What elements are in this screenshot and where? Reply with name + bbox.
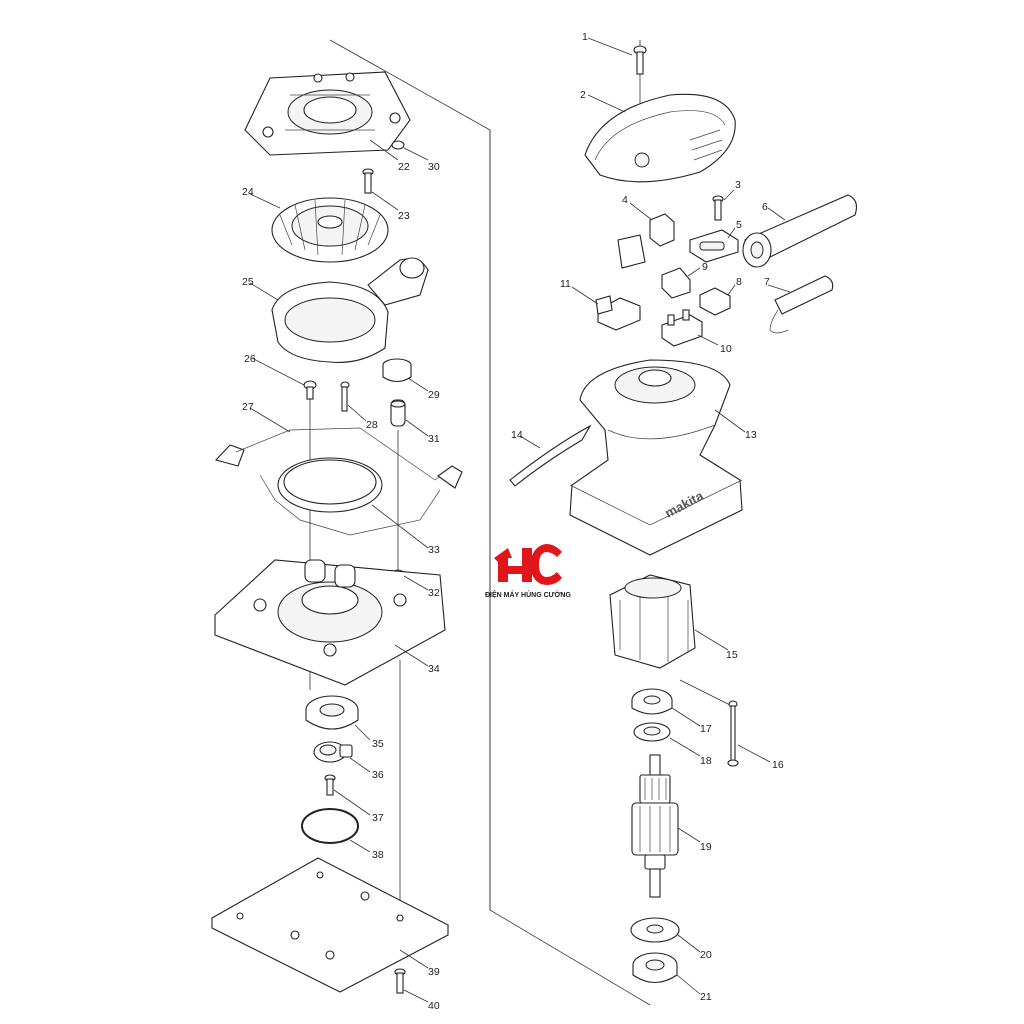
label-15: 15 <box>726 649 738 661</box>
part-20-washer <box>630 917 680 943</box>
part-14-strip <box>509 424 592 487</box>
label-17: 17 <box>700 723 712 735</box>
part-37-screw <box>324 774 336 796</box>
label-37: 37 <box>372 812 384 824</box>
part-30-o-ring <box>391 140 405 150</box>
part-33-ring <box>277 457 383 513</box>
brand-logo-h <box>494 548 532 582</box>
label-26: 26 <box>244 353 256 365</box>
part-9-switch-piece <box>661 267 691 299</box>
brand-watermark: ĐIỆN MÁY HÙNG CƯỜNG <box>485 544 571 599</box>
label-8: 8 <box>736 276 742 288</box>
label-9: 9 <box>702 261 708 273</box>
part-2-top-cover <box>584 93 736 183</box>
part-6-grip <box>742 194 857 268</box>
part-36-eccentric <box>313 741 353 763</box>
part-16-screw <box>727 700 739 767</box>
part-7-cord <box>769 275 834 334</box>
label-13: 13 <box>745 429 757 441</box>
part-39-pad <box>210 857 450 993</box>
label-33: 33 <box>428 544 440 556</box>
leader-lines <box>249 37 791 1003</box>
label-6: 6 <box>762 201 768 213</box>
part-40-screw <box>394 968 406 994</box>
part-4-carbon-brush <box>617 213 675 269</box>
label-1: 1 <box>582 31 588 43</box>
part-3-screw <box>712 195 724 221</box>
part-18-washer <box>633 722 671 742</box>
part-25-fan-housing <box>271 257 429 363</box>
label-4: 4 <box>622 194 628 206</box>
label-39: 39 <box>428 966 440 978</box>
part-28-screw <box>340 381 350 412</box>
part-8-terminal <box>699 287 731 316</box>
part-26-screw <box>303 380 317 400</box>
label-40: 40 <box>428 1000 440 1012</box>
label-24: 24 <box>242 186 254 198</box>
part-22-top-plate <box>244 71 411 156</box>
label-14: 14 <box>511 429 523 441</box>
label-10: 10 <box>720 343 732 355</box>
part-21-bearing <box>632 952 678 984</box>
part-5-brush-holder <box>689 229 739 263</box>
label-28: 28 <box>366 419 378 431</box>
part-23-screw <box>362 168 374 194</box>
label-34: 34 <box>428 663 440 675</box>
label-2: 2 <box>580 89 586 101</box>
label-5: 5 <box>736 219 742 231</box>
label-23: 23 <box>398 210 410 222</box>
part-1-screw <box>633 45 647 75</box>
label-35: 35 <box>372 738 384 750</box>
label-32: 32 <box>428 587 440 599</box>
part-34-base <box>214 559 446 686</box>
label-29: 29 <box>428 389 440 401</box>
label-31: 31 <box>428 433 440 445</box>
label-18: 18 <box>700 755 712 767</box>
label-21: 21 <box>700 991 712 1003</box>
part-35-bearing <box>305 695 359 730</box>
label-16: 16 <box>772 759 784 771</box>
part-15-stator <box>609 574 696 669</box>
label-7: 7 <box>764 276 770 288</box>
part-38-o-ring <box>301 808 359 844</box>
part-24-fan <box>271 197 389 263</box>
label-19: 19 <box>700 841 712 853</box>
part-19-armature <box>631 754 679 898</box>
part-17-bearing <box>631 688 673 715</box>
label-20: 20 <box>700 949 712 961</box>
label-3: 3 <box>735 179 741 191</box>
part-11-switch <box>595 295 641 331</box>
part-31-pin <box>390 399 406 427</box>
callout-numbers: 1 2 3 4 5 6 7 8 9 10 11 13 14 15 16 17 1… <box>242 31 784 1012</box>
label-30: 30 <box>428 161 440 173</box>
part-10-terminal-block <box>661 309 703 347</box>
part-13-motor-housing: makita <box>569 359 743 556</box>
label-27: 27 <box>242 401 254 413</box>
label-38: 38 <box>372 849 384 861</box>
label-11: 11 <box>560 278 571 290</box>
brand-logo-c <box>530 544 562 585</box>
part-29-bushing <box>382 358 412 383</box>
brand-name: ĐIỆN MÁY HÙNG CƯỜNG <box>485 590 571 599</box>
part-27-lever <box>214 427 463 536</box>
label-25: 25 <box>242 276 254 288</box>
label-36: 36 <box>372 769 384 781</box>
label-22: 22 <box>398 161 410 173</box>
